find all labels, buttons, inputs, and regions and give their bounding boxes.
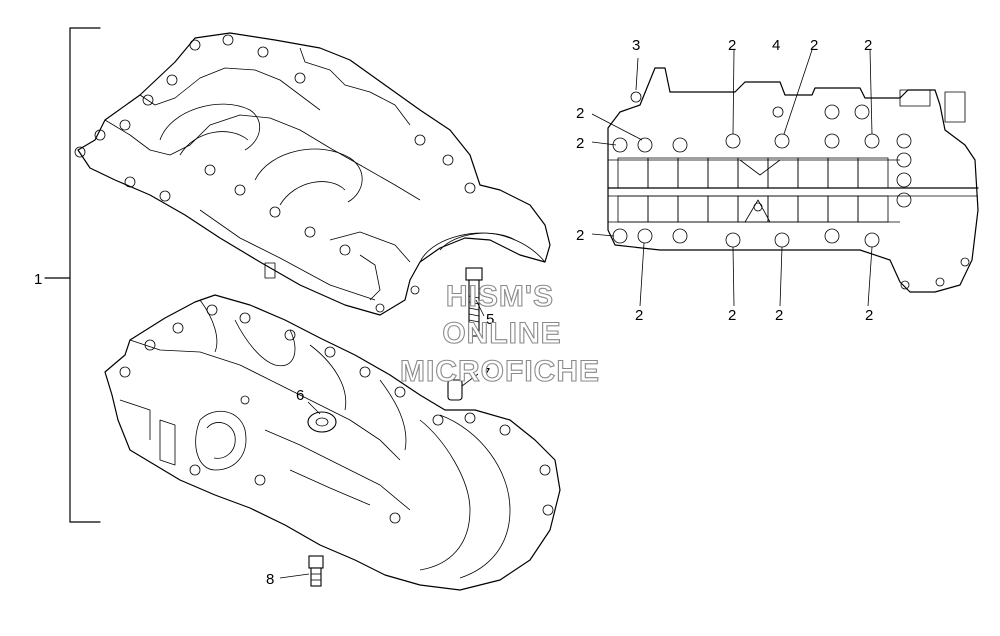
callout-7: 7 — [482, 365, 490, 382]
watermark-line-1: HISM'S — [446, 280, 554, 313]
part-6-bushing — [307, 411, 337, 433]
dowel-pin-7 — [447, 379, 463, 401]
crankcase-bottom-view — [607, 67, 979, 293]
bolt-5 — [465, 267, 483, 337]
callout-2-left-c: 2 — [576, 227, 584, 244]
callout-2-top-a: 2 — [728, 37, 736, 54]
callout-1: 1 — [34, 271, 42, 288]
lower-crankcase — [104, 294, 561, 591]
callout-labels: 1 3 2 4 2 2 2 2 2 2 2 2 2 5 7 6 8 — [34, 37, 873, 588]
callout-2-bottom-d: 2 — [865, 307, 873, 324]
callout-3: 3 — [632, 37, 640, 54]
drain-plug-8 — [308, 555, 324, 587]
callout-2-bottom-c: 2 — [775, 307, 783, 324]
callout-4: 4 — [772, 37, 780, 54]
watermark: HISM'S ONLINE MICROFICHE — [399, 279, 600, 388]
callout-2-bottom-b: 2 — [728, 307, 736, 324]
callout-2-top-b: 2 — [810, 37, 818, 54]
callout-2-top-c: 2 — [864, 37, 872, 54]
callout-2-bottom-a: 2 — [635, 307, 643, 324]
leader-lines — [279, 49, 873, 579]
callout-5: 5 — [486, 311, 494, 328]
watermark-line-3: MICROFICHE — [400, 355, 600, 388]
watermark-line-2: ONLINE — [442, 317, 561, 350]
callout-6: 6 — [296, 387, 304, 404]
callout-2-left-a: 2 — [576, 105, 584, 122]
upper-crankcase — [74, 32, 551, 316]
assembly-bracket — [44, 27, 101, 523]
callout-8: 8 — [266, 571, 274, 588]
callout-2-left-b: 2 — [576, 135, 584, 152]
